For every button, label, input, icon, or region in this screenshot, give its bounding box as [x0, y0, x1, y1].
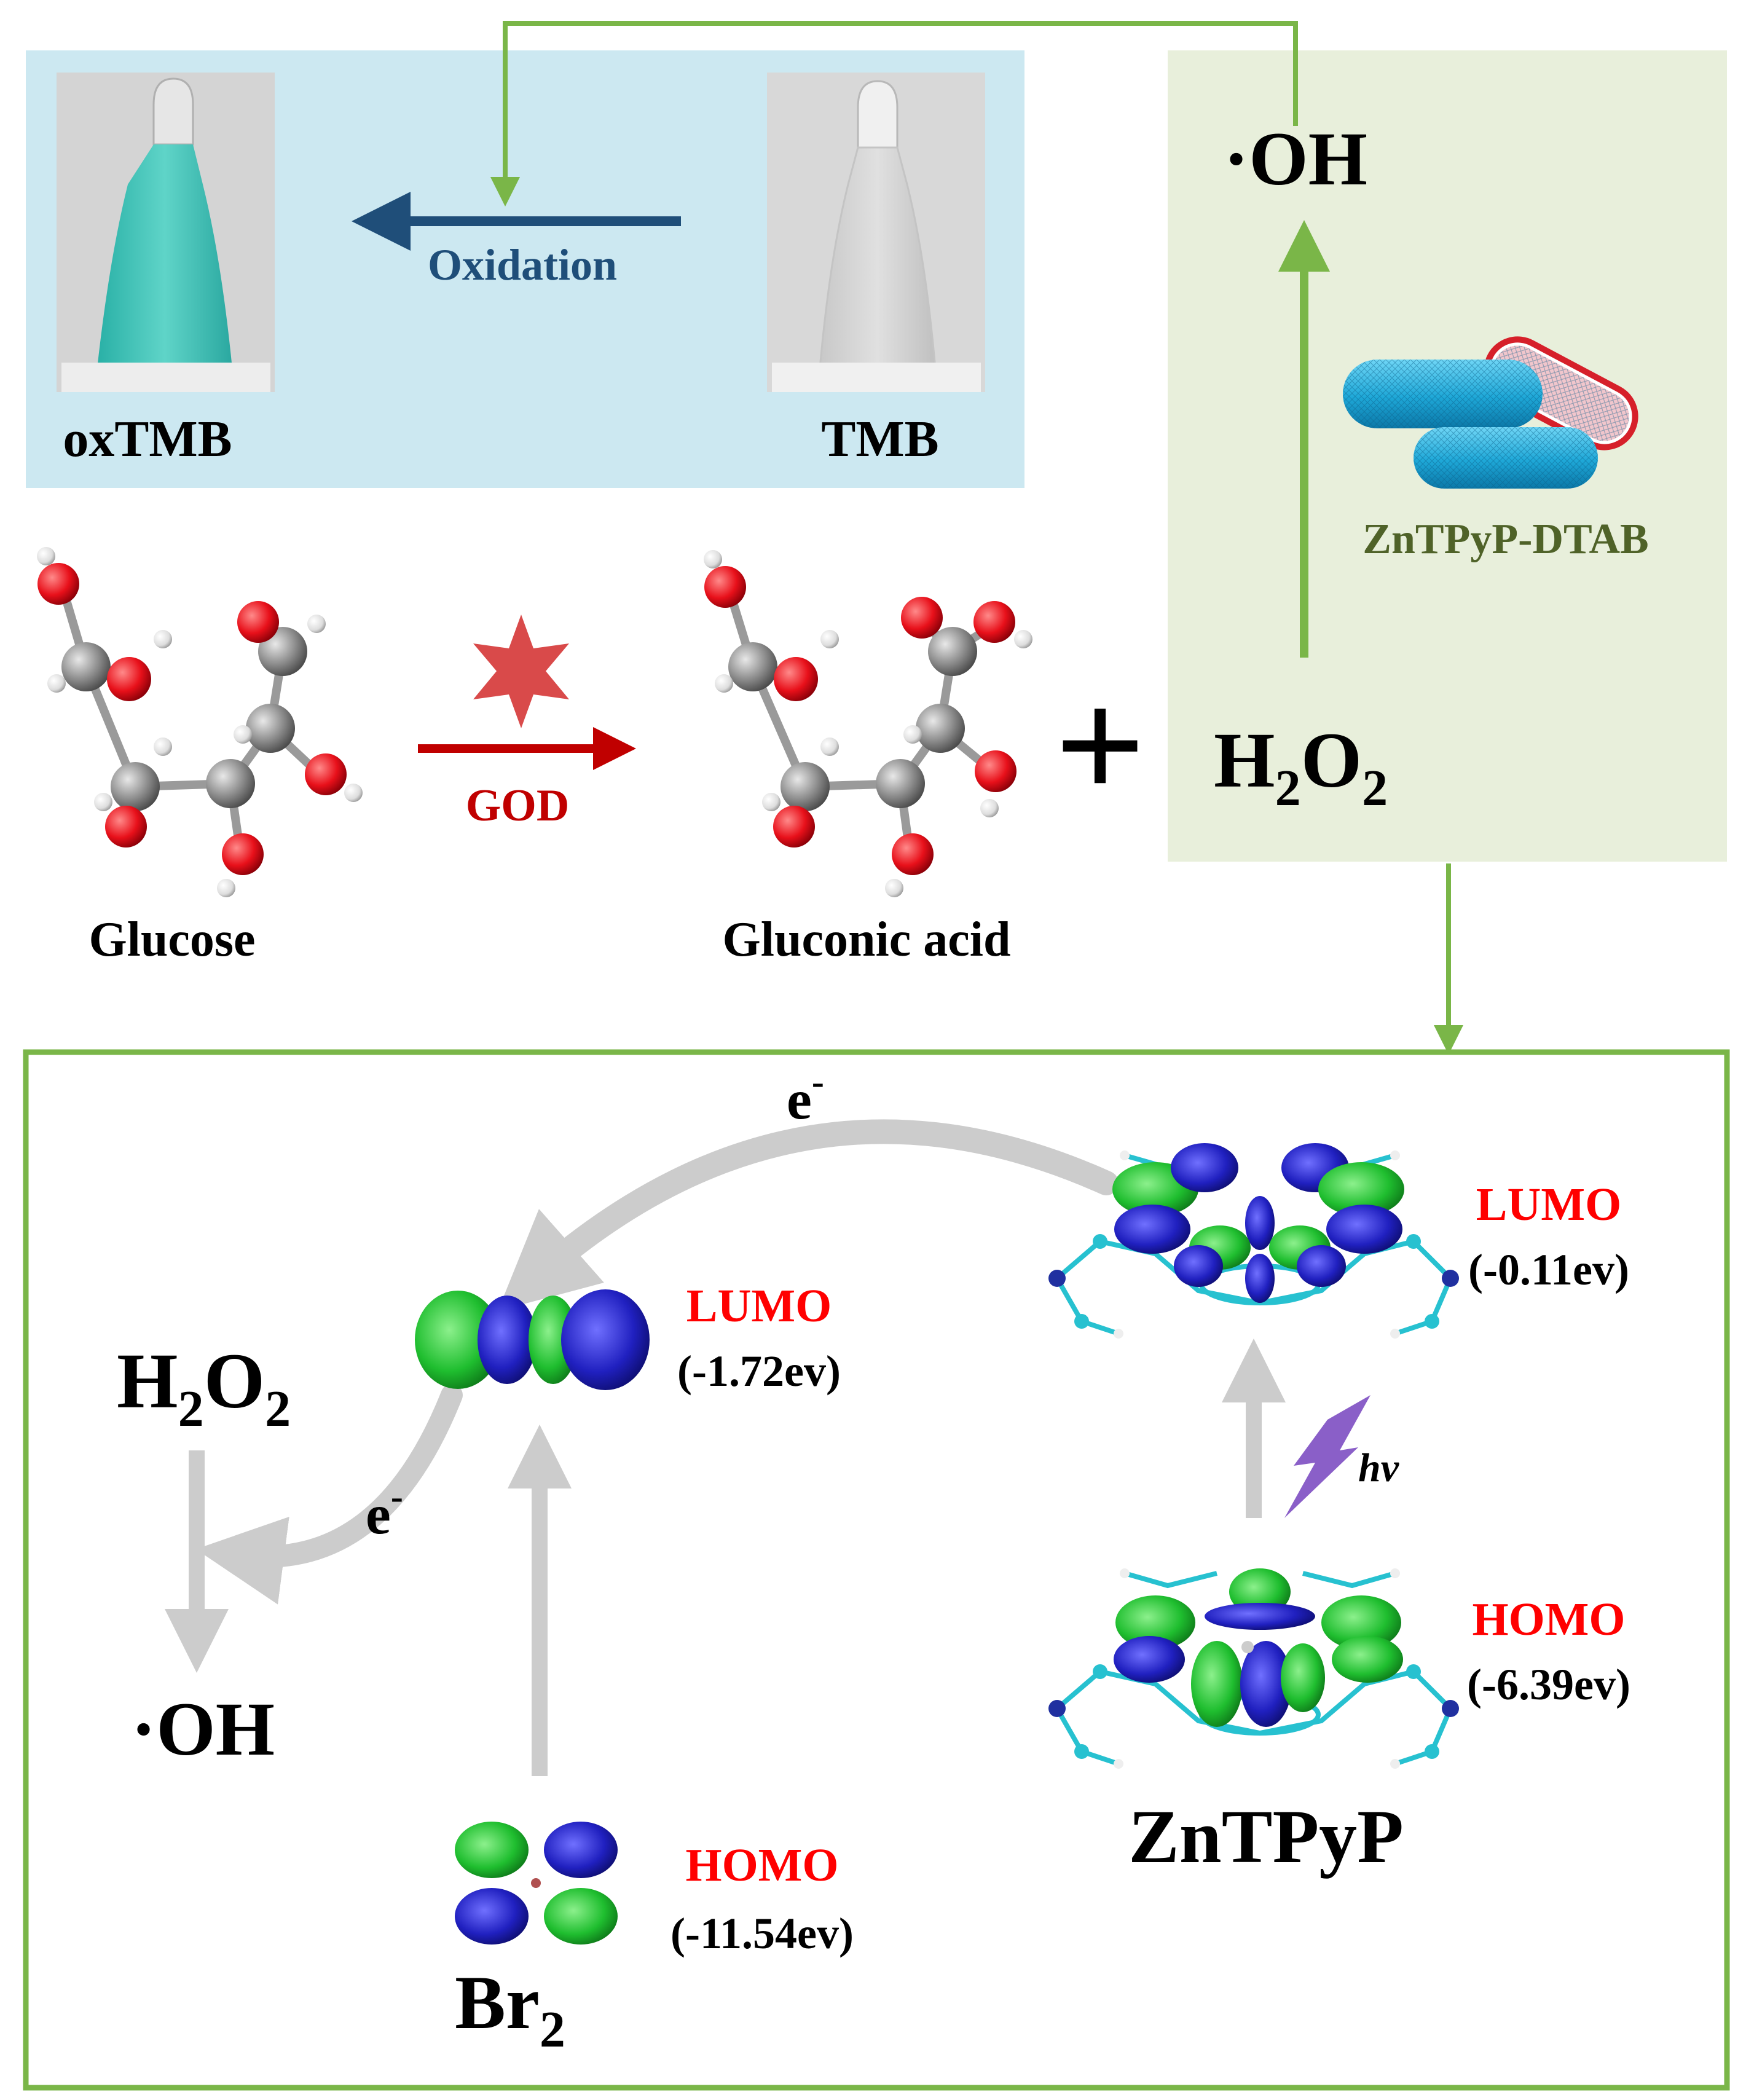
oh-to-oxidation-line — [490, 21, 1298, 206]
zntpyp-lumo-label: LUMO — [1476, 1179, 1621, 1230]
plus-sign: + — [1055, 657, 1146, 834]
god-enzyme-icon — [473, 615, 569, 728]
br2-lumo-value: (-1.72ev) — [677, 1347, 841, 1396]
oxtmb-label: oxTMB — [63, 411, 232, 468]
electron-transfer-arrow-top — [498, 1119, 1119, 1311]
mechanism-box — [23, 1049, 1730, 2091]
h2o2-reaction-label: H2O2 — [1214, 717, 1388, 817]
lightning-icon — [1284, 1395, 1370, 1518]
tmb-label: TMB — [821, 411, 938, 468]
zntpyp-lumo-orbital — [1048, 1143, 1459, 1339]
hv-label: hv — [1358, 1445, 1399, 1490]
br2-label: Br2 — [455, 1960, 565, 2058]
zntpyp-homo-label: HOMO — [1472, 1594, 1625, 1645]
catalyst-label: ZnTPyP-DTAB — [1363, 516, 1648, 563]
oxtmb-tube-photo — [57, 73, 275, 392]
god-label: GOD — [466, 781, 570, 831]
br2-homo-value: (-11.54ev) — [670, 1909, 854, 1958]
nanorod-icon — [1343, 336, 1638, 489]
zntpyp-homo-orbital — [1048, 1568, 1459, 1769]
glucose-molecule — [37, 547, 363, 897]
br2-lumo-orbital — [415, 1289, 650, 1390]
br2-homo-label: HOMO — [685, 1839, 838, 1891]
br2-homo-orbital — [455, 1822, 618, 1945]
h2o2-mechanism-label: H2O2 — [117, 1337, 291, 1437]
oxidation-label: Oxidation — [428, 240, 617, 289]
zntpyp-label: ZnTPyP — [1128, 1795, 1404, 1879]
br2-lumo-label: LUMO — [686, 1280, 832, 1332]
tmb-tube-photo — [767, 73, 985, 392]
gluconic-acid-label: Gluconic acid — [723, 913, 1011, 967]
electron-label-top: e- — [787, 1061, 824, 1131]
oh-radical-bottom: ·OH — [131, 1687, 275, 1771]
glucose-label: Glucose — [88, 913, 255, 967]
gluconic-acid-molecule — [704, 550, 1032, 897]
zntpyp-homo-value: (-6.39ev) — [1467, 1660, 1630, 1709]
electron-transfer-arrow-bottom — [195, 1384, 463, 1605]
zntpyp-lumo-value: (-0.11ev) — [1468, 1245, 1629, 1294]
electron-label-bottom: e- — [366, 1476, 403, 1546]
oh-radical-top: ·OH — [1224, 117, 1367, 201]
